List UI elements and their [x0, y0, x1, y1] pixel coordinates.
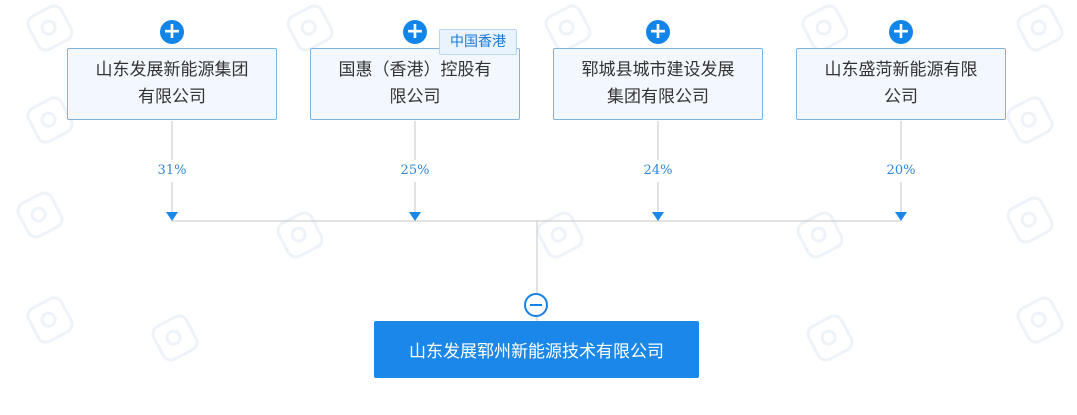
target-company-name: 山东发展郓州新能源技术有限公司 [409, 342, 664, 362]
plus-circle-icon[interactable]: + [646, 20, 670, 44]
shareholder-name: 山东发展新能源集团 有限公司 [96, 57, 249, 111]
minus-bar [530, 304, 542, 306]
shareholder-name-line: 集团有限公司 [607, 87, 709, 107]
shareholder-name: 国惠（香港）控股有 限公司 [339, 57, 492, 111]
shareholder-name-line: 公司 [884, 87, 918, 107]
shareholder-name-line: 国惠（香港）控股有 [338, 60, 492, 80]
shareholder-name-line: 限公司 [389, 87, 441, 107]
shareholder-name-line: 有限公司 [138, 87, 206, 107]
arrow-down-icon [895, 212, 907, 221]
share-percentage: 20% [886, 163, 916, 178]
plus-circle-icon[interactable]: + [889, 20, 913, 44]
share-percentage: 24% [643, 163, 673, 178]
shareholder-name-line: 山东发展新能源集团 [95, 60, 249, 80]
shareholder-node[interactable]: 国惠（香港）控股有 限公司 [310, 48, 520, 120]
shareholder-name: 郓城县城市建设发展 集团有限公司 [582, 57, 735, 111]
shareholder-node[interactable]: 山东发展新能源集团 有限公司 [67, 48, 277, 120]
arrow-down-icon [409, 212, 421, 221]
region-tag: 中国香港 [439, 29, 517, 55]
share-percentage: 31% [157, 163, 187, 178]
arrow-down-icon [166, 212, 178, 221]
shareholder-name-line: 郓城县城市建设发展 [581, 60, 735, 80]
share-percentage: 25% [400, 163, 430, 178]
minus-circle-icon[interactable] [524, 293, 548, 317]
target-company-node[interactable]: 山东发展郓州新能源技术有限公司 [374, 321, 699, 378]
shareholder-name: 山东盛菏新能源有限 公司 [825, 57, 978, 111]
plus-circle-icon[interactable]: + [160, 20, 184, 44]
shareholder-node[interactable]: 郓城县城市建设发展 集团有限公司 [553, 48, 763, 120]
shareholder-name-line: 山东盛菏新能源有限 [824, 60, 978, 80]
arrow-down-icon [652, 212, 664, 221]
plus-circle-icon[interactable]: + [403, 20, 427, 44]
shareholder-node[interactable]: 山东盛菏新能源有限 公司 [796, 48, 1006, 120]
